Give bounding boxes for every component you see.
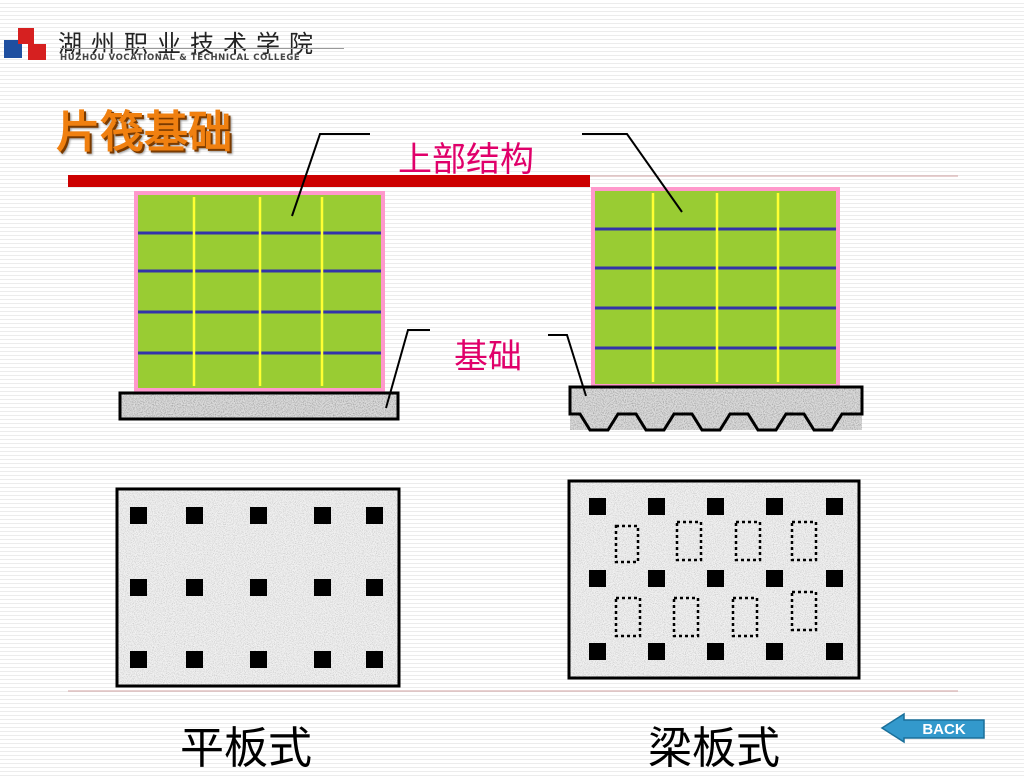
- school-name-cn: 湖州职业技术学院: [58, 30, 322, 58]
- leader-superstructure-right: [582, 133, 683, 213]
- slide-title: 片筏基础: [56, 107, 232, 158]
- logo-divider: [60, 48, 344, 49]
- school-name-en: HUZHOU VOCATIONAL & TECHNICAL COLLEGE: [60, 53, 301, 63]
- title-accent-bar: [68, 175, 590, 187]
- leader-foundation-right: [548, 334, 587, 397]
- beam-raft-slab-section: [568, 385, 864, 432]
- building-right: [591, 187, 840, 388]
- caption-flat-slab: 平板式: [180, 723, 312, 774]
- label-superstructure: 上部结构: [398, 140, 534, 180]
- building-left: [134, 191, 385, 392]
- leader-superstructure-left: [291, 133, 370, 217]
- back-arrow-icon: BACK: [880, 712, 985, 744]
- flat-raft-slab-section: [118, 391, 400, 421]
- college-logo: 湖州职业技术学院 HUZHOU VOCATIONAL & TECHNICAL C…: [4, 18, 349, 66]
- leader-foundation-left: [385, 329, 430, 409]
- beam-slab-plan: [567, 479, 861, 680]
- flat-slab-plan: [115, 487, 401, 688]
- back-button[interactable]: BACK: [880, 712, 988, 744]
- back-label: BACK: [922, 721, 965, 738]
- label-foundation: 基础: [454, 337, 522, 377]
- college-logo-icon: [4, 28, 46, 60]
- caption-beam-slab: 梁板式: [648, 723, 780, 774]
